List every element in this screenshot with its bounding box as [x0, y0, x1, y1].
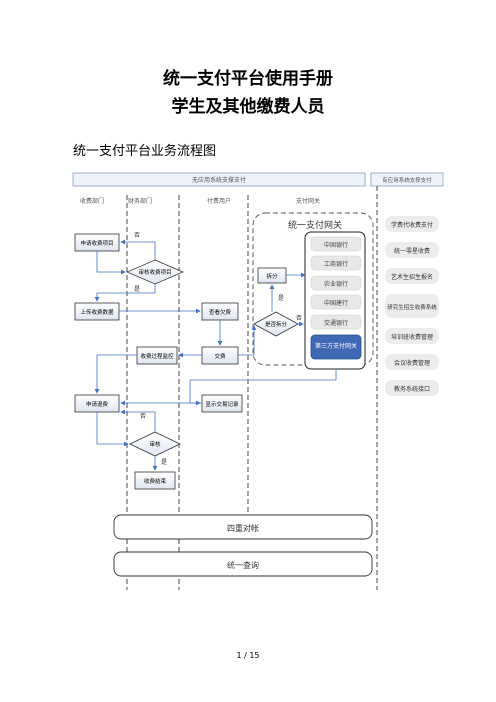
system-item-1-label: 学费代收费支付 — [391, 221, 433, 229]
split-label: 拆分 — [266, 272, 278, 280]
right-header-bar — [370, 172, 444, 187]
label-yes-2: 是 — [278, 295, 284, 302]
bank-ccb-label: 中国建行 — [324, 299, 348, 307]
query-bar — [113, 551, 373, 577]
left-header-bar — [72, 172, 366, 187]
bank-boc — [310, 236, 362, 252]
system-item-5-label: 培训班收费管理 — [391, 333, 433, 341]
bank-bocom-label: 交通银行 — [324, 319, 348, 327]
bank-boc-label: 中国银行 — [324, 241, 348, 249]
split-box — [257, 267, 287, 284]
system-item-5 — [385, 328, 439, 344]
bank-icbc — [310, 255, 362, 271]
system-item-2 — [385, 242, 439, 258]
label-no-1: 否 — [134, 232, 140, 239]
pay-box — [201, 346, 239, 365]
bank-bocom — [310, 314, 362, 330]
bank-ccb — [310, 294, 362, 310]
bank-icbc-label: 工商银行 — [324, 260, 348, 268]
system-item-7 — [385, 380, 439, 396]
right-header-text: 有应用系统支撑支付 — [382, 176, 432, 184]
system-item-4 — [385, 294, 439, 318]
upload-data-box — [74, 302, 120, 321]
gateway-title: 统一支付网关 — [288, 219, 342, 231]
arrow-monitor-to-refund — [94, 354, 137, 394]
section-title: 统一支付平台业务流程图 — [73, 144, 217, 159]
system-item-6-label: 会议收费管理 — [394, 359, 430, 367]
system-item-2-label: 统一零星收费 — [394, 247, 430, 255]
arrow-audit-no — [120, 239, 156, 260]
split-decision-label: 是否拆分 — [265, 320, 288, 328]
arrow-refund-to-audit — [96, 412, 129, 447]
third-party-gateway — [310, 334, 362, 360]
bank-abc-label: 农业银行 — [324, 280, 348, 288]
apply-item-label: 申请收费项目 — [80, 239, 113, 247]
monitor-label: 收费过程监控 — [140, 352, 174, 360]
label-no-3: 否 — [140, 413, 146, 420]
arrow-apply-to-audit — [96, 251, 126, 275]
reconcile-bar — [113, 514, 373, 540]
apply-refund-label: 申请退费 — [86, 400, 109, 408]
monitor-box — [136, 346, 178, 365]
system-item-6 — [385, 354, 439, 370]
show-record-label: 显示交易记录 — [205, 400, 239, 408]
system-item-4-label: 研究生招生收费系统 — [387, 303, 437, 311]
lane-label-4: 支付网关 — [296, 197, 320, 205]
arrow-audit-yes — [94, 284, 156, 302]
lane-label-2: 财务部门 — [128, 197, 152, 205]
lane-label-1: 收费部门 — [80, 197, 104, 205]
split-decision-diamond — [253, 311, 299, 337]
arrow-pay-to-decision — [238, 325, 257, 356]
query-label: 统一查询 — [227, 560, 259, 570]
label-yes-3: 是 — [161, 459, 167, 466]
upload-data-label: 上传收费数据 — [80, 308, 114, 316]
label-no-2: 否 — [296, 315, 302, 322]
bank-abc — [310, 275, 362, 291]
system-item-3 — [385, 268, 439, 284]
arrow-audit-no-back — [120, 409, 156, 432]
refund-done-label: 收费结束 — [144, 477, 167, 485]
label-yes-1: 是 — [134, 286, 140, 293]
system-item-3-label: 艺术生招生报名 — [391, 273, 433, 281]
system-item-1 — [385, 216, 439, 232]
lane-label-3: 付费用户 — [207, 197, 231, 205]
document-title: 统一支付平台使用手册 — [163, 69, 333, 89]
left-header-text: 无应用系统支撑支付 — [192, 176, 246, 184]
show-record-box — [201, 394, 243, 413]
refund-done-box — [134, 471, 176, 490]
gateway-region — [252, 212, 374, 366]
reconcile-label: 四重对帐 — [227, 523, 259, 533]
third-party-label: 第三方支付网关 — [315, 342, 357, 350]
document-subtitle: 学生及其他缴费人员 — [171, 97, 325, 117]
page-number: 1 / 15 — [236, 651, 260, 660]
view-fee-label: 查看欠费 — [209, 308, 232, 316]
pay-label: 交费 — [214, 352, 226, 360]
system-item-7-label: 教务系统接口 — [394, 385, 430, 393]
audit-item-label: 审核收费项目 — [138, 268, 171, 276]
audit-label: 审核 — [149, 440, 161, 448]
